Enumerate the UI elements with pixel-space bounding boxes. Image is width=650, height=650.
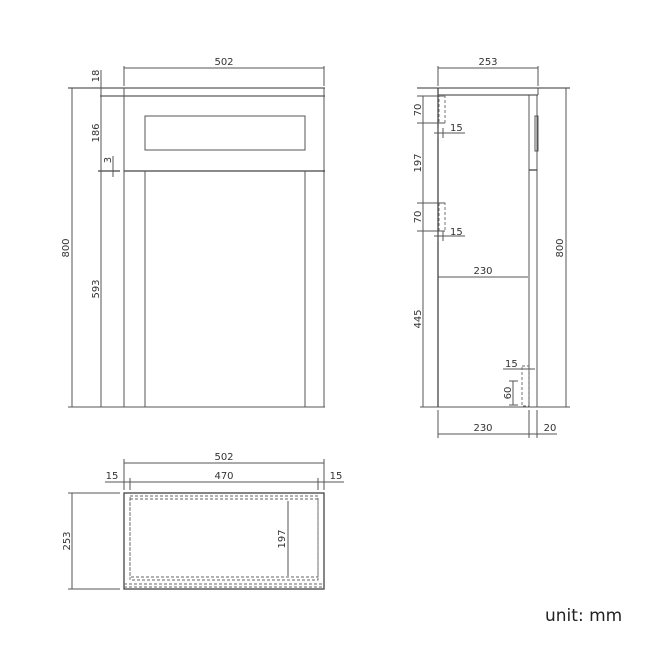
side-view: 253 230 70 15 197 xyxy=(413,57,570,438)
side-depth-label: 253 xyxy=(478,57,497,68)
side-bottom-depth-label: 230 xyxy=(473,423,492,434)
front-gap-label: 3 xyxy=(103,157,114,163)
side-lower-height-label: 445 xyxy=(413,309,424,328)
unit-label: unit: mm xyxy=(545,606,623,626)
front-width-label: 502 xyxy=(214,57,233,68)
side-hinge-top-height-label: 70 xyxy=(413,104,424,117)
top-inner-width-label: 470 xyxy=(214,471,233,482)
front-door-height-label: 593 xyxy=(91,279,102,298)
top-width-label: 502 xyxy=(214,452,233,463)
side-total-height-label: 800 xyxy=(555,238,566,257)
front-drawer-height-label: 186 xyxy=(91,123,102,142)
front-view: 502 18 186 3 800 593 xyxy=(61,57,325,408)
front-total-height-label: 800 xyxy=(61,238,72,257)
side-foot-height-label: 60 xyxy=(503,387,514,400)
side-door-thickness-label: 20 xyxy=(544,423,557,434)
top-depth-label: 253 xyxy=(62,531,73,550)
top-view: 502 15 470 15 197 253 xyxy=(62,452,344,590)
top-inner-depth-label: 197 xyxy=(277,529,288,548)
front-top-thickness-label: 18 xyxy=(91,70,102,83)
side-hinge-top-offset-label: 15 xyxy=(450,123,463,134)
top-right-side-label: 15 xyxy=(330,471,343,482)
top-left-side-label: 15 xyxy=(106,471,119,482)
side-hinge-bottom-offset-label: 15 xyxy=(450,227,463,238)
side-foot-offset-label: 15 xyxy=(505,359,518,370)
side-inner-depth-label: 230 xyxy=(473,266,492,277)
side-hinge-spacing-label: 197 xyxy=(413,153,424,172)
side-hinge-bottom-height-label: 70 xyxy=(413,211,424,224)
